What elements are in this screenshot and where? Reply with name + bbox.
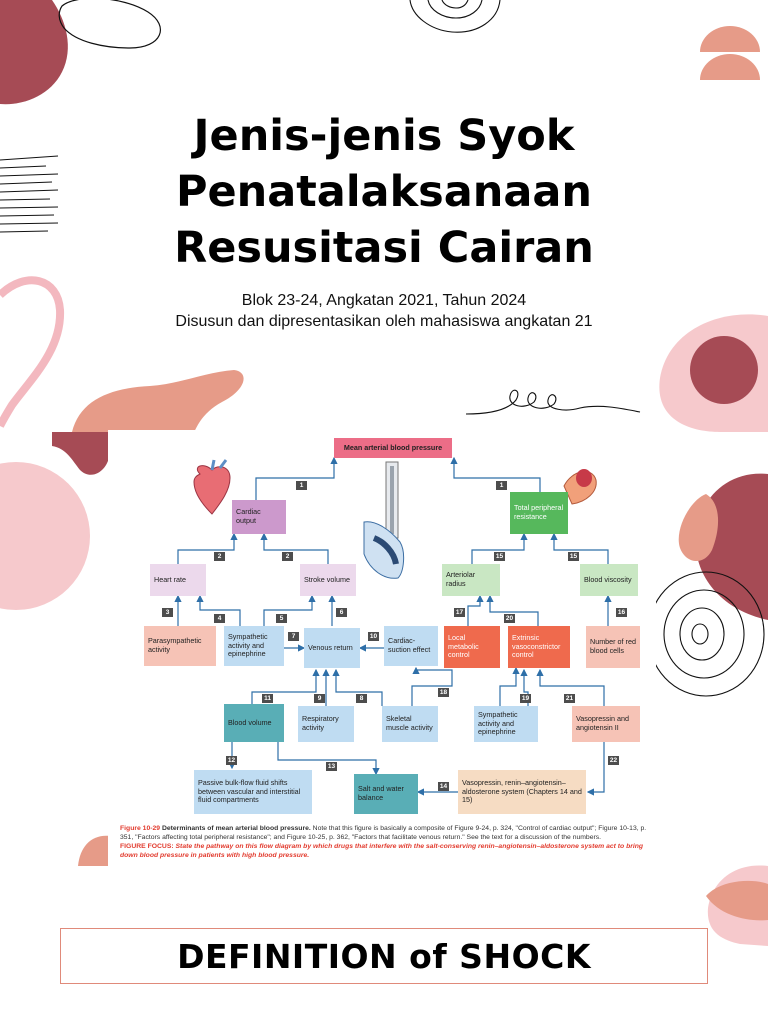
title-line-2: Penatalaksanaan: [175, 167, 593, 217]
pink-blob-bottom-right: [707, 865, 768, 946]
artery-icon: [563, 469, 597, 505]
caption-focus-label: FIGURE FOCUS:: [120, 843, 174, 850]
node-local-metabolic-control: Local metabolic control: [444, 626, 500, 668]
pathway-number-badge: 6: [336, 608, 347, 617]
caption-focus-text: State the pathway on this flow diagram b…: [120, 843, 644, 859]
pathway-number-badge: 21: [564, 694, 575, 703]
node-blood-volume: Blood volume: [224, 704, 284, 742]
node-arteriolar-radius: Arteriolar radius: [442, 564, 500, 596]
caption-bold-title: Determinants of mean arterial blood pres…: [161, 825, 311, 832]
spiral-top: [409, 0, 501, 33]
pathway-number-badge: 8: [356, 694, 367, 703]
node-cardiac-output: Cardiac output: [232, 500, 286, 534]
heart-icon: [193, 459, 231, 515]
pathway-number-badge: 2: [282, 552, 293, 561]
map-determinants-figure: Mean arterial blood pressure Cardiac out…: [108, 430, 656, 870]
pathway-number-badge: 14: [438, 782, 449, 791]
pathway-number-badge: 18: [438, 688, 449, 697]
pathway-number-badge: 16: [616, 608, 627, 617]
pathway-number-badge: 15: [568, 552, 579, 561]
node-bulk-flow-fluid-shifts: Passive bulk-flow fluid shifts between v…: [194, 770, 312, 814]
outline-blob-top: [58, 0, 161, 49]
node-sympathetic-activity-1: Sympathetic activity and epinephrine: [224, 626, 284, 666]
page-title: Jenis-jenis Syok Penatalaksanaan Resusit…: [0, 108, 768, 276]
caption-figure-label: Figure 10-29: [120, 825, 161, 832]
node-blood-viscosity: Blood viscosity: [580, 564, 638, 596]
salmon-blob-right: [678, 494, 719, 562]
definition-heading-box: DEFINITION of SHOCK: [60, 928, 708, 984]
caption-text: Note that this figure is basically a com…: [120, 825, 647, 841]
salmon-half-circle-1: [700, 26, 760, 52]
pathway-number-badge: 7: [288, 632, 299, 641]
pathway-number-badge: 4: [214, 614, 225, 623]
pathway-number-badge: 19: [520, 694, 531, 703]
maroon-blob-right: [695, 473, 768, 620]
node-mean-arterial-pressure: Mean arterial blood pressure: [334, 438, 452, 458]
node-parasympathetic-activity: Parasympathetic activity: [144, 626, 216, 666]
arm-cuff-icon: [363, 521, 405, 579]
pathway-number-badge: 13: [326, 762, 337, 771]
figure-illustrations: [193, 459, 597, 579]
connector-arrows: [174, 456, 612, 796]
node-stroke-volume: Stroke volume: [300, 564, 356, 596]
node-sympathetic-activity-2: Sympathetic activity and epinephrine: [474, 706, 538, 742]
pathway-number-badge: 11: [262, 694, 273, 703]
pathway-number-badge: 12: [226, 756, 237, 765]
node-red-blood-cells: Number of red blood cells: [586, 626, 640, 668]
pink-circle-left: [0, 462, 90, 610]
salmon-half-circle-2: [700, 54, 760, 80]
node-venous-return: Venous return: [304, 628, 360, 668]
maroon-circle-right: [690, 336, 758, 404]
pathway-number-badge: 2: [214, 552, 225, 561]
pink-shape-right: [659, 314, 768, 432]
pathway-number-badge: 1: [296, 481, 307, 490]
salmon-blob-bottom-right: [706, 880, 768, 921]
maroon-blob-top-left: [0, 0, 68, 105]
node-cardiac-suction-effect: Cardiac-suction effect: [384, 626, 438, 666]
node-extrinsic-vasoconstrictor-control: Extrinsic vasoconstrictor control: [508, 626, 570, 668]
node-raas: Vasopressin, renin–angiotensin–aldostero…: [458, 770, 586, 814]
definition-heading: DEFINITION of SHOCK: [177, 936, 591, 976]
node-respiratory-activity: Respiratory activity: [298, 706, 354, 742]
pathway-number-badge: 9: [314, 694, 325, 703]
pathway-number-badge: 10: [368, 632, 379, 641]
node-vasopressin-angiotensin: Vasopressin and angiotensin II: [572, 706, 640, 742]
subtitle: Blok 23-24, Angkatan 2021, Tahun 2024 Di…: [0, 290, 768, 332]
pathway-number-badge: 15: [494, 552, 505, 561]
node-skeletal-muscle-activity: Skeletal muscle activity: [382, 706, 438, 742]
figure-caption: Figure 10-29 Determinants of mean arteri…: [120, 824, 650, 860]
pathway-number-badge: 22: [608, 756, 619, 765]
title-line-1: Jenis-jenis Syok: [193, 111, 575, 161]
subtitle-line-2: Disusun dan dipresentasikan oleh mahasis…: [175, 313, 593, 330]
node-heart-rate: Heart rate: [150, 564, 206, 596]
subtitle-line-1: Blok 23-24, Angkatan 2021, Tahun 2024: [241, 292, 527, 309]
pathway-number-badge: 20: [504, 614, 515, 623]
squiggle-line: [465, 389, 641, 415]
node-salt-water-balance: Salt and water balance: [354, 774, 418, 814]
pathway-number-badge: 3: [162, 608, 173, 617]
node-total-peripheral-resistance: Total peripheral resistance: [510, 492, 568, 534]
pathway-number-badge: 5: [276, 614, 287, 623]
maroon-arch-left: [52, 432, 110, 475]
concentric-rings-right: [647, 571, 765, 697]
pathway-number-badge: 17: [454, 608, 465, 617]
pathway-number-badge: 1: [496, 481, 507, 490]
title-line-3: Resusitasi Cairan: [174, 223, 594, 273]
salmon-wave-shape: [72, 370, 244, 432]
salmon-half-bottom-left: [78, 835, 110, 866]
